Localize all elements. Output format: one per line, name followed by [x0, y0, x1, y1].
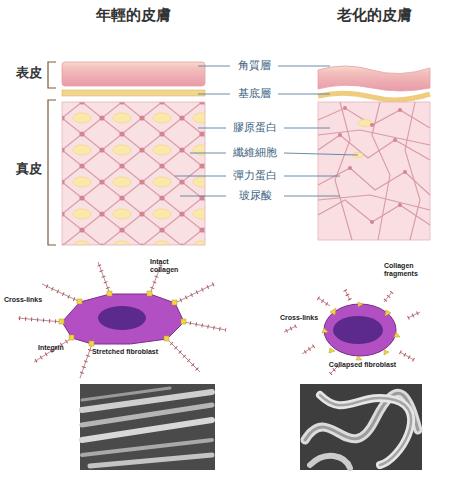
part-label: Intact collagen [150, 258, 188, 274]
layer-label: 角質層 [230, 59, 278, 72]
layer-label: 膠原蛋白 [226, 121, 284, 134]
skin-panel: 老化的皮膚 [318, 6, 430, 242]
bracket [48, 62, 56, 245]
collapsed-fibroblast [284, 290, 420, 374]
layer-bracket-label: 表皮 [10, 66, 48, 81]
young-skin [62, 62, 205, 245]
cell-caption: Collapsed fibroblast [329, 361, 396, 369]
fibroblast-cell: Stretched fibroblast [40, 284, 210, 356]
panel-heading: 年輕的皮膚 [96, 6, 171, 24]
layer-bracket-label: 真皮 [10, 162, 48, 177]
part-label: Integrin [38, 344, 78, 352]
layer-label: 彈力蛋白 [226, 169, 284, 182]
aged-skin [318, 66, 430, 240]
fibroblast-cell: Collapsed fibroblast [315, 295, 410, 369]
cell-caption: Stretched fibroblast [92, 348, 158, 356]
leader-lines [175, 66, 358, 196]
layer-label: 基底層 [230, 87, 278, 100]
part-label: Cross-links [280, 314, 326, 322]
panel-heading: 老化的皮膚 [337, 6, 412, 24]
stretched-fibroblast [18, 262, 226, 378]
micrograph [80, 384, 422, 470]
layer-label: 玻尿酸 [226, 189, 284, 202]
layer-label: 纖維細胞 [226, 146, 284, 159]
part-label: Collagen fragments [384, 262, 436, 278]
skin-panel: 年輕的皮膚 [62, 6, 205, 248]
part-label: Cross-links [4, 296, 56, 304]
